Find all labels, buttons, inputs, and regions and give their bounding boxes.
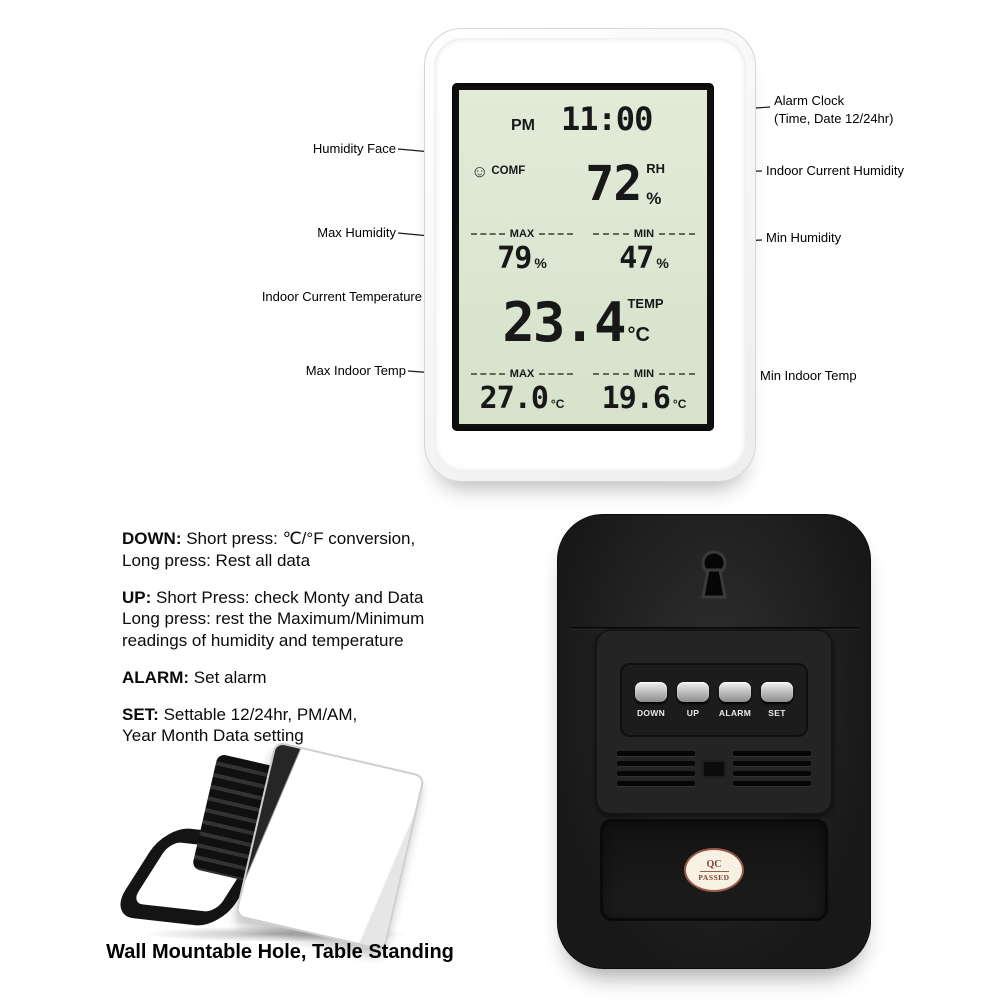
humidity-value: 72 [585, 156, 642, 212]
button-instructions: DOWN: Short press: ℃/°F conversion, Long… [122, 528, 472, 762]
callout-min-humidity: Min Humidity [766, 230, 842, 245]
lcd-screen: PM 11:00 ☺ COMF 72 RH % [459, 90, 707, 424]
ampm-indicator: PM [511, 117, 535, 134]
instruction-up-key: UP: [122, 587, 152, 607]
humidity-max-value: 79 [497, 241, 532, 276]
clock-display: 11:00 [561, 100, 653, 138]
humidity-percent-sign: % [646, 189, 662, 208]
set-button [761, 682, 793, 702]
back-button-unit: SET [756, 682, 798, 718]
humidity-min-percent-sign: % [656, 255, 669, 271]
alarm-button [719, 682, 751, 702]
battery-latch [702, 759, 726, 778]
current-temperature-display: 23.4 TEMP °C [471, 293, 695, 353]
thermometer-back-view: DOWN UP ALARM SET [557, 514, 871, 969]
temp-min-value: 19.6 [601, 381, 671, 416]
comfort-indicator: ☺ COMF [471, 161, 525, 181]
temp-min-unit: °C [672, 397, 687, 411]
temp-min-label: MIN [633, 368, 655, 380]
instruction-set: SET: Settable 12/24hr, PM/AM, Year Month… [122, 704, 472, 748]
down-button-label: DOWN [636, 708, 666, 718]
humidity-max-label: MAX [509, 228, 535, 240]
callout-alarm-clock: Alarm Clock (Time, Date 12/24hr) [774, 93, 894, 126]
temp-max-label: MAX [509, 368, 535, 380]
instruction-down-key: DOWN: [122, 529, 182, 548]
down-button [635, 682, 667, 702]
instruction-up-text: Short Press: check Monty and Data Long p… [122, 587, 425, 651]
current-humidity-display: 72 RH % [585, 155, 665, 213]
qc-sticker-line2: PASSED [698, 872, 730, 882]
instruction-alarm: ALARM: Set alarm [122, 667, 472, 689]
instruction-set-key: SET: [122, 704, 159, 724]
table-standing-photo [109, 740, 433, 952]
instruction-up: UP: Short Press: check Monty and Data Lo… [122, 587, 472, 652]
humidity-row: ☺ COMF 72 RH % [471, 155, 695, 213]
temp-unit: °C [627, 324, 650, 346]
temp-label: TEMP [627, 296, 664, 311]
callout-indoor-current-humidity: Indoor Current Humidity [766, 163, 904, 178]
back-button-unit: DOWN [630, 682, 672, 718]
instruction-alarm-key: ALARM: [122, 667, 190, 687]
wall-mount-keyhole-icon [697, 549, 731, 610]
vent-section [617, 751, 811, 786]
back-button-unit: UP [672, 682, 714, 718]
instruction-set-text: Settable 12/24hr, PM/AM, Year Month Data… [122, 704, 358, 746]
callout-max-humidity: Max Humidity [317, 225, 396, 240]
humidity-rh-label: RH [646, 161, 665, 176]
humidity-min-value: 47 [619, 241, 654, 276]
up-button-label: UP [686, 708, 700, 718]
callout-max-indoor-temp: Max Indoor Temp [305, 363, 406, 378]
back-panel-seam [570, 627, 858, 630]
humidity-min-label: MIN [633, 228, 655, 240]
set-button-label: SET [768, 708, 786, 718]
qc-passed-sticker: QC PASSED [684, 848, 744, 892]
vent-grille-right [733, 751, 811, 786]
comfort-smiley-icon: ☺ [471, 161, 489, 181]
callout-humidity-face: Humidity Face [312, 141, 396, 156]
back-button-cluster: DOWN UP ALARM SET [620, 663, 808, 737]
thermometer-front-view: PM 11:00 ☺ COMF 72 RH % [424, 28, 756, 482]
instruction-down: DOWN: Short press: ℃/°F conversion, Long… [122, 528, 472, 572]
comfort-label: COMF [491, 165, 526, 177]
lcd-screen-frame: PM 11:00 ☺ COMF 72 RH % [452, 83, 714, 431]
callout-indoor-current-temperature: Indoor Current Temperature [261, 289, 422, 304]
callout-min-indoor-temp: Min Indoor Temp [760, 368, 857, 383]
back-button-unit: ALARM [714, 682, 756, 718]
temp-max-unit: °C [550, 397, 565, 411]
humidity-max-percent-sign: % [534, 255, 547, 271]
temperature-value: 23.4 [502, 291, 626, 354]
instruction-down-text: Short press: ℃/°F conversion, Long press… [122, 529, 416, 570]
qc-sticker-line1: QC [699, 859, 729, 872]
temperature-minmax-section: MAX 27.0°C MIN 19.6°C [471, 368, 696, 416]
battery-door: QC PASSED [600, 819, 828, 921]
stand-caption: Wall Mountable Hole, Table Standing [106, 941, 454, 963]
alarm-button-label: ALARM [718, 708, 752, 718]
vent-grille-left [617, 751, 695, 786]
humidity-minmax-section: MAX 79% MIN 47% [471, 228, 696, 276]
instruction-alarm-text: Set alarm [189, 667, 267, 687]
clock-row: PM 11:00 [471, 100, 695, 138]
temp-max-value: 27.0 [479, 381, 549, 416]
up-button [677, 682, 709, 702]
back-center-panel: DOWN UP ALARM SET [595, 629, 833, 815]
